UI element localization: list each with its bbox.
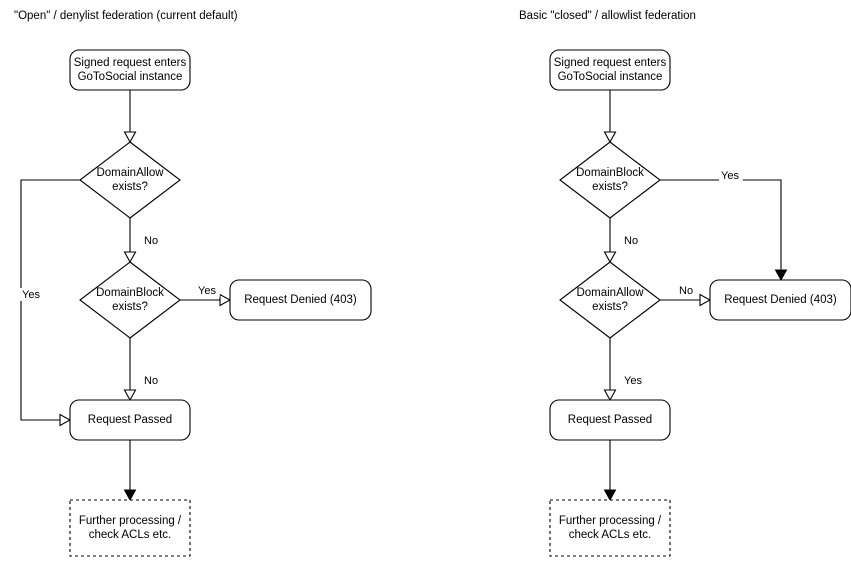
rounded-process-box xyxy=(69,399,191,441)
node-domain-allow[interactable]: DomainAllow exists? xyxy=(559,261,661,339)
edge-block-no-to-allow: No xyxy=(603,218,640,264)
node-label: exists? xyxy=(112,181,148,193)
arrowhead-icon xyxy=(219,293,232,307)
node-domain-allow[interactable]: DomainAllow exists? xyxy=(79,141,181,219)
edge-allow-no-to-denied: No xyxy=(660,284,712,307)
edge-label: Yes xyxy=(22,289,40,301)
node-label: GoToSocial instance xyxy=(558,71,663,83)
node-label: Signed request enters xyxy=(554,57,667,69)
arrowhead-icon xyxy=(59,413,72,427)
edge-label-backdrop xyxy=(622,374,646,387)
node-label: DomainBlock xyxy=(576,167,644,179)
node-further-processing[interactable]: Further processing / check ACLs etc. xyxy=(69,499,191,557)
node-label: Request Passed xyxy=(568,414,652,426)
edge-label: Yes xyxy=(721,170,739,182)
arrowhead-icon xyxy=(123,251,137,264)
decision-diamond xyxy=(79,261,181,339)
node-label: DomainAllow xyxy=(96,167,164,179)
node-label: GoToSocial instance xyxy=(78,71,183,83)
arrowhead-icon xyxy=(774,269,788,282)
rounded-process-box xyxy=(69,49,191,91)
decision-diamond xyxy=(79,141,181,219)
edge-label: No xyxy=(679,285,693,297)
edge-allow-yes-to-passed: Yes xyxy=(603,338,646,402)
node-label: Further processing / xyxy=(559,515,662,527)
edge-line xyxy=(660,179,782,276)
arrowhead-icon xyxy=(699,293,712,307)
node-request-denied[interactable]: Request Denied (403) xyxy=(709,279,851,321)
node-label: Request Denied (403) xyxy=(244,294,357,306)
node-label: Further processing / xyxy=(79,515,182,527)
node-request-passed[interactable]: Request Passed xyxy=(69,399,191,441)
edge-label: No xyxy=(624,235,638,247)
panel-title: Basic "closed" / allowlist federation xyxy=(519,10,696,22)
decision-diamond xyxy=(559,261,661,339)
node-label: DomainAllow xyxy=(576,287,644,299)
arrowhead-icon xyxy=(603,131,617,144)
arrowhead-icon xyxy=(603,251,617,264)
arrowhead-icon xyxy=(123,489,137,502)
dashed-process-box xyxy=(69,499,191,557)
edge-entry-to-allow xyxy=(123,90,137,144)
node-further-processing[interactable]: Further processing / check ACLs etc. xyxy=(549,499,671,557)
edge-label-backdrop xyxy=(142,374,160,387)
edge-allow-no-to-block: No xyxy=(123,218,160,264)
node-label: Request Passed xyxy=(88,414,172,426)
decision-diamond xyxy=(559,141,661,219)
edge-label-backdrop xyxy=(20,288,44,301)
panel-open-denylist: "Open" / denylist federation (current de… xyxy=(14,10,372,557)
node-request-denied[interactable]: Request Denied (403) xyxy=(229,279,372,321)
node-label: Request Denied (403) xyxy=(724,294,837,306)
panel-closed-allowlist: Basic "closed" / allowlist federationYes… xyxy=(519,10,851,557)
node-request-passed[interactable]: Request Passed xyxy=(549,399,671,441)
edge-passed-to-further xyxy=(603,440,617,502)
node-label: check ACLs etc. xyxy=(89,529,171,541)
edge-label-backdrop xyxy=(677,284,695,297)
rounded-process-box xyxy=(549,399,671,441)
edge-label-backdrop xyxy=(196,284,220,297)
panel-title: "Open" / denylist federation (current de… xyxy=(14,10,238,22)
arrowhead-icon xyxy=(603,489,617,502)
arrowhead-icon xyxy=(123,389,137,402)
node-label: check ACLs etc. xyxy=(569,529,651,541)
edge-passed-to-further xyxy=(123,440,137,502)
rounded-process-box xyxy=(229,279,372,321)
edge-label: Yes xyxy=(624,375,642,387)
node-label: exists? xyxy=(592,301,628,313)
node-label: exists? xyxy=(112,301,148,313)
edge-label-backdrop xyxy=(622,234,640,247)
node-label: DomainBlock xyxy=(96,287,164,299)
edge-allow-yes-to-passed: Yes xyxy=(20,179,80,427)
edge-block-yes-to-denied: Yes xyxy=(180,284,232,307)
edge-block-yes-to-denied: Yes xyxy=(660,169,788,282)
arrowhead-icon xyxy=(603,389,617,402)
rounded-process-box xyxy=(549,49,671,91)
node-label: exists? xyxy=(592,181,628,193)
dashed-process-box xyxy=(549,499,671,557)
node-domain-block[interactable]: DomainBlock exists? xyxy=(79,261,181,339)
edge-label-backdrop xyxy=(719,169,743,182)
edge-label-backdrop xyxy=(142,234,160,247)
rounded-process-box xyxy=(709,279,851,321)
edge-block-no-to-passed: No xyxy=(123,338,160,402)
edge-entry-to-block xyxy=(603,90,617,144)
node-label: Signed request enters xyxy=(74,57,187,69)
edge-label: No xyxy=(144,235,158,247)
edge-label: No xyxy=(144,375,158,387)
node-domain-block[interactable]: DomainBlock exists? xyxy=(559,141,661,219)
edge-label: Yes xyxy=(198,285,216,297)
arrowhead-icon xyxy=(123,131,137,144)
